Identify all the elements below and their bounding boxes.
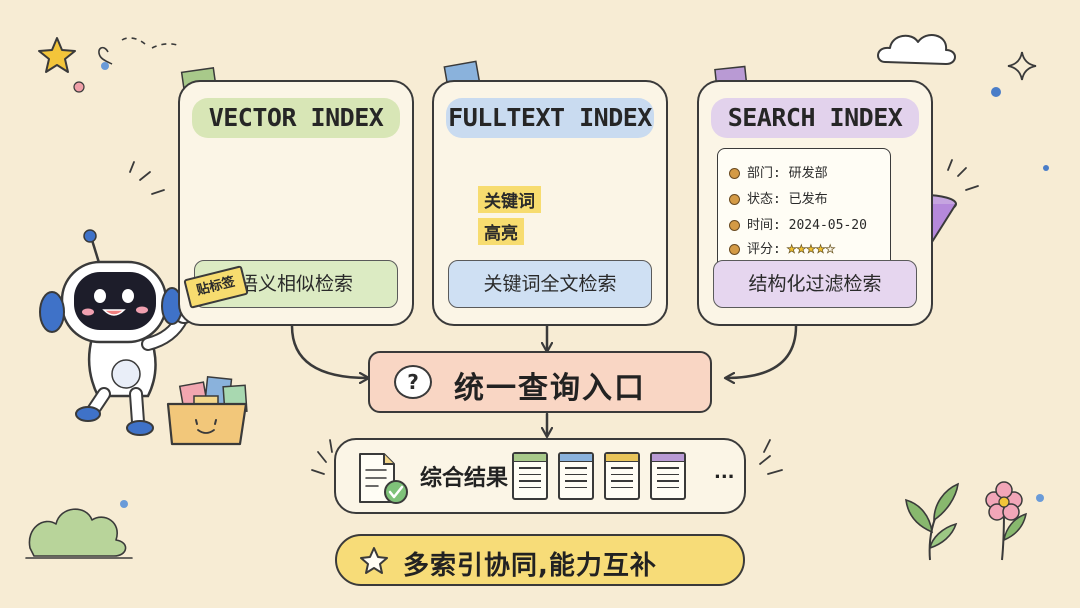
pink-dot-icon: [73, 81, 85, 93]
sparkle-doodle-icon: [1007, 51, 1037, 81]
slogan-label: 多索引协同,能力互补: [403, 551, 657, 581]
result-documents: [512, 452, 712, 502]
query-entry-bar: ? 统一查询入口: [368, 351, 712, 413]
blue-dot-icon: [1043, 165, 1049, 171]
approved-document-icon: [358, 452, 408, 504]
record-field-status: 状态: 已发布: [729, 188, 828, 207]
card-footer: 关键词全文检索: [448, 260, 652, 308]
result-document-icon: [650, 452, 686, 500]
bullet-icon: [729, 194, 740, 205]
search-index-card: SEARCH INDEX 部门: 研发部 状态: 已发布 时间: 2024-05…: [697, 80, 933, 326]
keyword-highlight: 高亮: [478, 218, 524, 245]
star-filled-icon: ★: [806, 238, 816, 258]
star-filled-icon: ★: [815, 238, 826, 258]
arrow-search-to-query: [726, 324, 798, 378]
bullet-icon: [729, 168, 740, 179]
heart-doodle-icon: [98, 37, 181, 65]
star-empty-icon: ★: [825, 238, 836, 258]
blue-dot-icon: [101, 62, 109, 70]
result-document-icon: [604, 452, 640, 500]
results-bar: 综合结果 ...: [334, 438, 746, 514]
keyword-highlight: 关键词: [478, 186, 541, 213]
bush-doodle-icon: [25, 500, 133, 559]
result-document-icon: [558, 452, 594, 500]
robot-mascot: [39, 161, 194, 436]
record-field-rating: 评分:★★★★★: [729, 238, 835, 257]
card-title: FULLTEXT INDEX: [446, 98, 654, 138]
bullet-icon: [729, 244, 740, 255]
star-doodle-icon: [38, 37, 76, 73]
result-document-icon: [512, 452, 548, 500]
query-entry-label: 统一查询入口: [454, 371, 646, 406]
blue-dot-icon: [991, 87, 1001, 97]
star-icon: [359, 546, 389, 576]
card-title: SEARCH INDEX: [711, 98, 919, 138]
fulltext-index-card: FULLTEXT INDEX 关键词 高亮 关键词全文检索: [432, 80, 668, 326]
cloud-doodle-icon: [877, 34, 956, 65]
card-footer: 结构化过滤检索: [713, 260, 917, 308]
star-filled-icon: ★: [796, 238, 807, 258]
flower-doodle-icon: [985, 481, 1044, 561]
vector-index-card: VECTOR INDEX 语义相似检索: [178, 80, 414, 326]
record-panel: [717, 148, 891, 270]
ellipsis: ...: [714, 462, 735, 483]
card-title: VECTOR INDEX: [192, 98, 400, 138]
slogan-bar: 多索引协同,能力互补: [335, 534, 745, 586]
question-mark-icon: ?: [394, 365, 432, 399]
record-field-time: 时间: 2024-05-20: [729, 214, 867, 233]
record-field-department: 部门: 研发部: [729, 162, 828, 181]
rating-stars: ★★★★★: [786, 238, 835, 258]
bullet-icon: [729, 220, 740, 231]
star-filled-icon: ★: [786, 238, 797, 258]
tag-box-icon: [166, 376, 248, 446]
plant-doodle-icon: [905, 482, 959, 561]
arrow-vector-to-query: [290, 324, 368, 378]
results-label: 综合结果: [420, 466, 509, 491]
